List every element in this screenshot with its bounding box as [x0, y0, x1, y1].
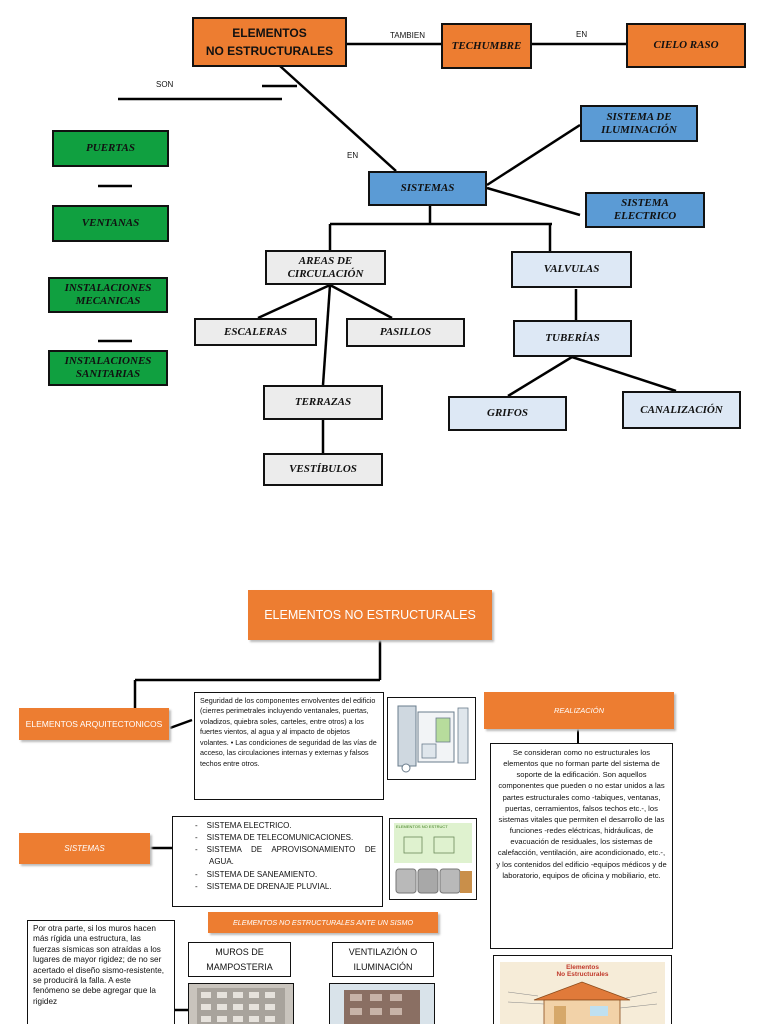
- node-elementos-arquitectonicos-label: ELEMENTOS ARQUITECTONICOS: [25, 719, 163, 729]
- node-sistema-electrico: SISTEMA ELECTRICO: [585, 192, 705, 228]
- sistemas-list-item: SISTEMA ELECTRICO.: [207, 820, 376, 832]
- root-line-1: ELEMENTOS: [232, 26, 307, 40]
- edge-label-tambien: TAMBIEN: [390, 31, 425, 40]
- node-sistemas: SISTEMAS: [368, 171, 487, 206]
- node-escaleras-label: ESCALERAS: [224, 325, 287, 338]
- node-puertas-label: PUERTAS: [86, 142, 135, 155]
- thumbnail-caption: ELEMENTOS NO ESTRUCT: [396, 824, 448, 829]
- node-pasillos-label: PASILLOS: [379, 326, 432, 339]
- node-sistemas-label: SISTEMAS: [400, 182, 455, 195]
- node-sistemas-map2-label: SISTEMAS: [64, 844, 105, 853]
- sismo-text-box: Por otra parte, si los muros hacen más r…: [27, 920, 175, 1024]
- ventilacion-thumbnail: [329, 983, 435, 1024]
- node-tuberias: TUBERÍAS: [513, 320, 632, 357]
- figure-title-line: Elementos: [566, 964, 599, 971]
- node-puertas: PUERTAS: [52, 130, 169, 167]
- node-techumbre-label: TECHUMBRE: [451, 39, 522, 52]
- node-muros-mamposteria: MUROS DE MAMPOSTERIA: [188, 942, 291, 977]
- realizacion-text: Se consideran como no estructurales los …: [496, 748, 667, 880]
- figure-title: Elementos No Estructurales: [494, 964, 671, 979]
- root-node-elementos-no-estructurales: ELEMENTOS NO ESTRUCTURALES: [192, 17, 347, 67]
- node-realizacion: REALIZACIÓN: [484, 692, 674, 729]
- node-sistema-iluminacion: SISTEMA DE ILUMINACIÓN: [580, 105, 698, 142]
- arquitectonicos-text-box: Seguridad de los componentes envolventes…: [194, 692, 384, 800]
- node-sistemas-map2: SISTEMAS: [19, 833, 150, 864]
- figure-title-line: No Estructurales: [556, 971, 609, 979]
- muros-thumbnail: [188, 983, 294, 1024]
- realizacion-text-box: Se consideran como no estructurales los …: [490, 743, 673, 949]
- sistemas-list: SISTEMA ELECTRICO. SISTEMA DE TELECOMUNI…: [193, 820, 376, 893]
- node-vestibulos-label: VESTÍBULOS: [289, 463, 357, 476]
- node-canalizacion: CANALIZACIÓN: [622, 391, 741, 429]
- node-ante-sismo-label: ELEMENTOS NO ESTRUCTURALES ANTE UN SISMO: [232, 918, 414, 927]
- node-sistema-electrico-label: SISTEMA ELECTRICO: [613, 197, 677, 222]
- node-sistema-iluminacion-label: SISTEMA DE ILUMINACIÓN: [601, 110, 677, 136]
- node-instalaciones-sanitarias: INSTALACIONES SANITARIAS: [48, 350, 168, 386]
- node-realizacion-label: REALIZACIÓN: [553, 706, 604, 715]
- node-vestibulos: VESTÍBULOS: [263, 453, 383, 486]
- facade-photo: [330, 984, 434, 1024]
- node-instalaciones-mecanicas-label: INSTALACIONES MECANICAS: [64, 282, 152, 307]
- brick-building-photo: [189, 984, 293, 1024]
- tanks-illustration: [395, 836, 472, 894]
- node-ventilacion-iluminacion: VENTILAZIÓN O ILUMINACIÓN: [332, 942, 434, 977]
- node-areas-circulacion-label: AREAS DE CIRCULACIÓN: [287, 254, 364, 280]
- sismo-text: Por otra parte, si los muros hacen más r…: [33, 924, 165, 1006]
- root-line-2: NO ESTRUCTURALES: [205, 44, 334, 58]
- sistemas-list-box: SISTEMA ELECTRICO. SISTEMA DE TELECOMUNI…: [172, 816, 383, 907]
- node-ventanas: VENTANAS: [52, 205, 169, 242]
- node-terrazas: TERRAZAS: [263, 385, 383, 420]
- node-elementos-arquitectonicos: ELEMENTOS ARQUITECTONICOS: [19, 708, 169, 740]
- node-grifos: GRIFOS: [448, 396, 567, 431]
- node-tuberias-label: TUBERÍAS: [545, 332, 600, 345]
- arquitectonicos-text: Seguridad de los componentes envolventes…: [200, 696, 377, 768]
- node-muros-mamposteria-label: MUROS DE MAMPOSTERIA: [206, 947, 273, 972]
- node-ventanas-label: VENTANAS: [81, 217, 140, 230]
- no-estructurales-figure: Elementos No Estructurales: [493, 955, 672, 1024]
- arquitectonicos-thumbnail: [387, 697, 476, 780]
- sistemas-list-item: SISTEMA DE TELECOMUNICACIONES.: [207, 832, 376, 844]
- edge-label-son: SON: [156, 80, 174, 89]
- house-cutaway-illustration: [507, 981, 658, 1024]
- node-valvulas-label: VALVULAS: [543, 263, 600, 276]
- node-grifos-label: GRIFOS: [487, 407, 528, 420]
- edge-label-en-sistemas: EN: [347, 151, 359, 160]
- sistemas-thumbnail: ELEMENTOS NO ESTRUCT: [389, 818, 477, 900]
- node-canalizacion-label: CANALIZACIÓN: [640, 403, 723, 416]
- map2-title: ELEMENTOS NO ESTRUCTURALES: [248, 590, 492, 640]
- node-valvulas: VALVULAS: [511, 251, 632, 288]
- node-instalaciones-mecanicas: INSTALACIONES MECANICAS: [48, 277, 168, 313]
- map2-title-label: ELEMENTOS NO ESTRUCTURALES: [264, 608, 476, 622]
- node-areas-circulacion: AREAS DE CIRCULACIÓN: [265, 250, 386, 285]
- sistemas-list-item: SISTEMA DE APROVISONAMIENTO DE AGUA.: [207, 844, 376, 868]
- building-section-illustration: [397, 705, 469, 773]
- sistemas-list-item: SISTEMA DE SANEAMIENTO.: [207, 869, 376, 881]
- node-escaleras: ESCALERAS: [194, 318, 317, 346]
- node-instalaciones-sanitarias-label: INSTALACIONES SANITARIAS: [64, 355, 152, 380]
- sistemas-list-item: SISTEMA DE DRENAJE PLUVIAL.: [207, 881, 376, 893]
- node-ante-sismo: ELEMENTOS NO ESTRUCTURALES ANTE UN SISMO: [208, 912, 438, 933]
- edge-label-en-top: EN: [576, 30, 588, 39]
- node-techumbre: TECHUMBRE: [441, 23, 532, 69]
- node-terrazas-label: TERRAZAS: [294, 396, 352, 409]
- node-cielo-raso-label: CIELO RASO: [653, 39, 719, 52]
- node-pasillos: PASILLOS: [346, 318, 465, 347]
- node-ventilacion-iluminacion-label: VENTILAZIÓN O ILUMINACIÓN: [348, 947, 418, 972]
- node-cielo-raso: CIELO RASO: [626, 23, 746, 68]
